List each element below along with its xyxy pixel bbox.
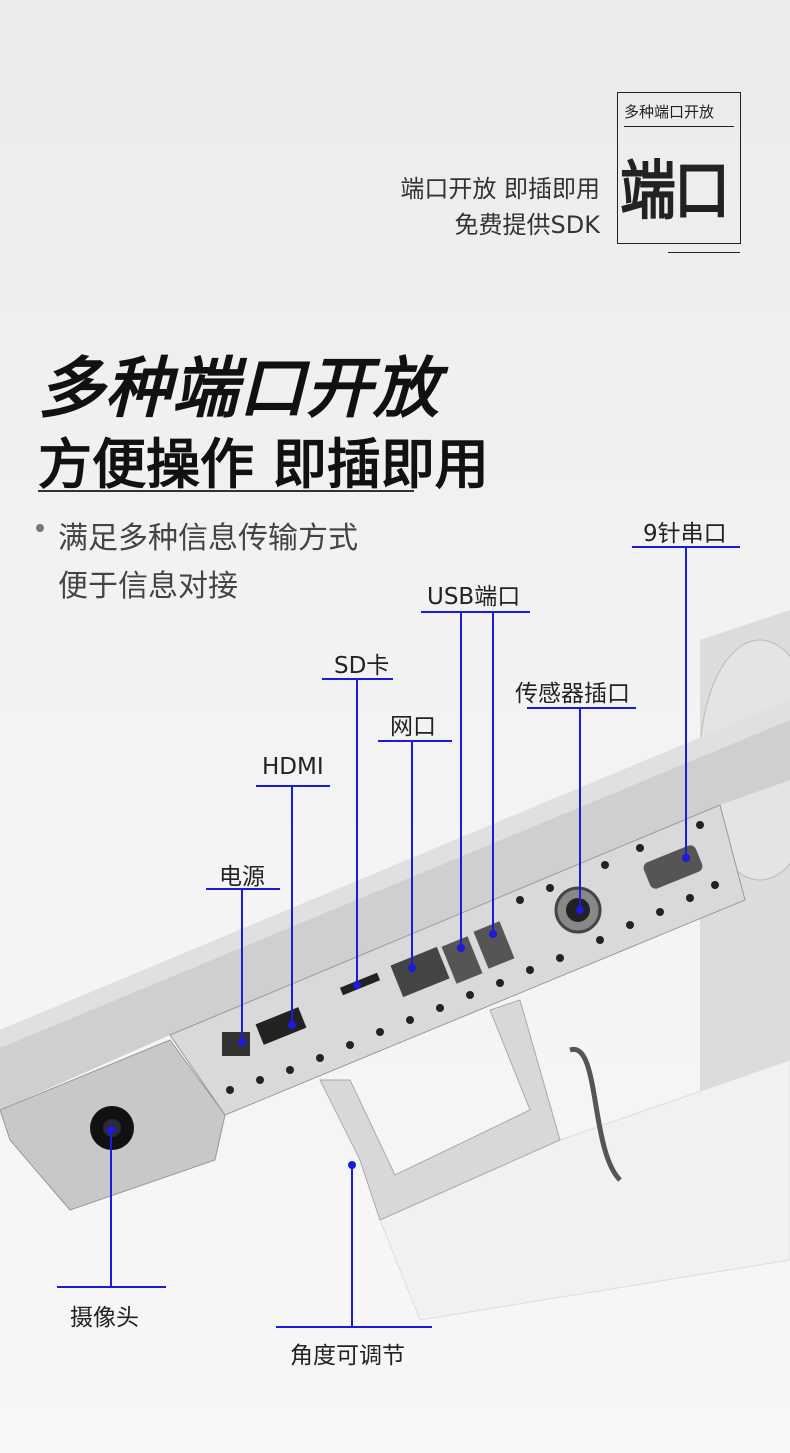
callout-sd-label: SD卡: [334, 653, 390, 679]
bullet-dot-icon: [36, 524, 44, 532]
callout-line: [492, 612, 494, 934]
callout-line: [378, 740, 452, 742]
badge-big-text: 端口: [620, 154, 730, 230]
callout-line: [276, 1326, 432, 1328]
callout-line: [421, 611, 530, 613]
callout-usb-label: USB端口: [427, 584, 521, 610]
divider: [668, 252, 740, 253]
callout-line: [527, 707, 636, 709]
callout-line: [110, 1130, 112, 1287]
callout-angle-label: 角度可调节: [290, 1343, 405, 1369]
callout-dot: [238, 1038, 246, 1046]
callout-dot: [408, 964, 416, 972]
callout-network-label: 网口: [390, 714, 436, 740]
callout-dot: [489, 930, 497, 938]
callout-dot: [457, 944, 465, 952]
callout-dot: [353, 981, 361, 989]
callout-line: [356, 679, 358, 985]
divider: [38, 490, 414, 492]
bullet-text: 满足多种信息传输方式 便于信息对接: [58, 515, 358, 611]
callout-hdmi-label: HDMI: [262, 754, 324, 780]
callout-line: [206, 888, 280, 890]
callout-line: [579, 708, 581, 910]
callout-power-label: 电源: [219, 864, 265, 890]
callout-sensor-label: 传感器插口: [515, 681, 630, 707]
callout-dot: [682, 854, 690, 862]
callout-camera-label: 摄像头: [70, 1305, 139, 1331]
callout-line: [411, 741, 413, 968]
callout-line: [351, 1165, 353, 1326]
callout-line: [256, 785, 330, 787]
headline-subtitle: 方便操作 即插即用: [38, 433, 489, 496]
callout-line: [460, 612, 462, 948]
callout-dot: [576, 906, 584, 914]
bullet-line1: 满足多种信息传输方式: [58, 521, 358, 556]
callout-line: [685, 547, 687, 858]
callout-dot: [288, 1021, 296, 1029]
badge-subtitle: 多种端口开放: [624, 103, 715, 121]
callout-line: [57, 1286, 166, 1288]
callout-serial-label: 9针串口: [643, 521, 727, 547]
callout-line: [241, 889, 243, 1042]
divider: [624, 126, 734, 127]
bullet-line2: 便于信息对接: [58, 569, 238, 604]
callout-line: [291, 786, 293, 1025]
badge-box: 多种端口开放 端口: [617, 92, 741, 244]
tagline-line2: 免费提供SDK: [454, 211, 600, 239]
headline-title: 多种端口开放: [38, 350, 440, 427]
tagline-line1: 端口开放 即插即用: [400, 175, 600, 203]
